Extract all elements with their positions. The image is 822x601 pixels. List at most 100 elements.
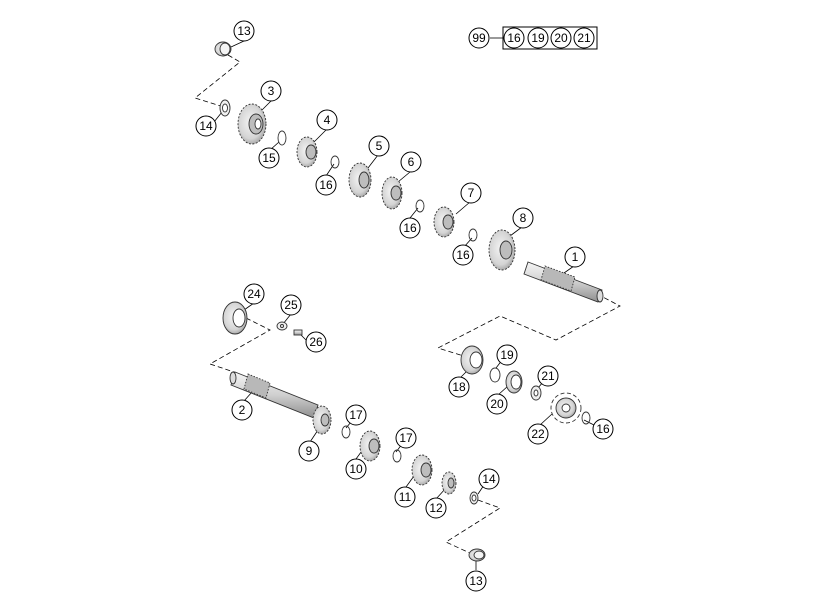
svg-text:12: 12	[429, 501, 443, 515]
svg-text:18: 18	[452, 380, 466, 394]
callout-22[interactable]: 22	[527, 423, 549, 445]
callout-14[interactable]: 14	[478, 468, 500, 490]
washer-part	[219, 99, 231, 117]
circlip-part	[277, 130, 287, 146]
callout-20[interactable]: 20	[486, 393, 508, 415]
screw-part	[293, 329, 303, 336]
svg-text:1: 1	[572, 250, 579, 264]
callout-10[interactable]: 10	[345, 458, 367, 480]
callout-24[interactable]: 24	[243, 283, 265, 305]
svg-text:14: 14	[482, 472, 496, 486]
svg-text:6: 6	[408, 155, 415, 169]
callout-16[interactable]: 16	[452, 244, 474, 266]
svg-text:4: 4	[324, 113, 331, 127]
callout-14[interactable]: 14	[195, 115, 217, 137]
svg-text:10: 10	[349, 462, 363, 476]
callout-19[interactable]: 19	[496, 344, 518, 366]
callout-6[interactable]: 6	[400, 151, 422, 173]
svg-text:13: 13	[469, 574, 483, 588]
callout-16[interactable]: 16	[315, 174, 337, 196]
shim-part	[530, 385, 542, 401]
svg-text:9: 9	[306, 444, 313, 458]
callout-25[interactable]: 25	[280, 294, 302, 316]
svg-text:3: 3	[268, 84, 275, 98]
o-ring-part	[489, 367, 501, 383]
svg-text:26: 26	[309, 335, 323, 349]
svg-text:13: 13	[237, 24, 251, 38]
callout-13[interactable]: 13	[465, 570, 487, 592]
kit-item-callout[interactable]: 19	[527, 27, 549, 49]
svg-text:21: 21	[541, 369, 555, 383]
seal-part	[460, 345, 484, 375]
svg-text:7: 7	[468, 186, 475, 200]
main-shaft-part	[523, 261, 604, 303]
svg-text:11: 11	[399, 490, 412, 504]
bearing-part	[214, 41, 232, 57]
gear-part	[312, 405, 332, 435]
callout-5[interactable]: 5	[368, 135, 390, 157]
svg-text:22: 22	[531, 427, 545, 441]
callout-16[interactable]: 16	[592, 418, 614, 440]
callout-9[interactable]: 9	[298, 440, 320, 462]
callout-26[interactable]: 26	[305, 331, 327, 353]
callout-4[interactable]: 4	[316, 109, 338, 131]
circlip-part	[581, 411, 591, 425]
kit-item-callout[interactable]: 16	[503, 27, 525, 49]
washer-part	[276, 321, 288, 331]
callout-12[interactable]: 12	[425, 497, 447, 519]
callout-8[interactable]: 8	[512, 207, 534, 229]
callout-13[interactable]: 13	[233, 20, 255, 42]
gear-part	[433, 206, 455, 238]
svg-text:8: 8	[520, 211, 527, 225]
callout-3[interactable]: 3	[260, 80, 282, 102]
sprocket-part	[550, 392, 582, 424]
callout-18[interactable]: 18	[448, 376, 470, 398]
assembly-lines	[194, 54, 621, 556]
svg-text:24: 24	[247, 287, 261, 301]
callout-7[interactable]: 7	[460, 182, 482, 204]
svg-text:2: 2	[239, 403, 246, 417]
circlip-part	[392, 449, 402, 463]
circlip-part	[415, 199, 425, 213]
callout-1[interactable]: 1	[564, 246, 586, 268]
callout-17[interactable]: 17	[395, 427, 417, 449]
gear-part	[237, 103, 267, 145]
gear-part	[441, 471, 457, 495]
gear-part	[381, 176, 403, 210]
gear-part	[348, 162, 372, 198]
countershaft-part	[229, 371, 319, 419]
callout-15[interactable]: 15	[258, 147, 280, 169]
kit-item-callout[interactable]: 21	[573, 27, 595, 49]
svg-text:19: 19	[531, 31, 545, 45]
gear-part	[488, 229, 516, 271]
repair-kit: 99 16 19 20 21	[468, 26, 598, 50]
svg-text:19: 19	[500, 348, 514, 362]
svg-text:17: 17	[349, 408, 363, 422]
svg-text:16: 16	[507, 31, 521, 45]
svg-text:20: 20	[554, 31, 568, 45]
gear-part	[411, 454, 433, 486]
gear-part	[296, 136, 318, 168]
svg-text:16: 16	[596, 422, 610, 436]
callout-21[interactable]: 21	[537, 365, 559, 387]
circlip-part	[468, 228, 478, 242]
svg-text:14: 14	[199, 119, 213, 133]
svg-text:17: 17	[399, 431, 413, 445]
svg-text:20: 20	[490, 397, 504, 411]
svg-text:25: 25	[284, 298, 298, 312]
kit-number-callout[interactable]: 99	[468, 27, 490, 49]
callout-11[interactable]: 11	[394, 486, 416, 508]
callout-17[interactable]: 17	[345, 404, 367, 426]
circlip-part	[341, 425, 351, 439]
svg-text:99: 99	[472, 31, 486, 45]
bearing-part	[468, 548, 486, 562]
svg-text:21: 21	[577, 31, 591, 45]
part-callouts: 13 14 3 15 4 16 5 6 16 7 8 16 1 24 25 26…	[195, 20, 614, 592]
svg-text:16: 16	[456, 248, 470, 262]
callout-16[interactable]: 16	[399, 217, 421, 239]
spacer-part	[505, 370, 523, 394]
bearing-part	[222, 301, 248, 335]
callout-2[interactable]: 2	[231, 399, 253, 421]
svg-text:16: 16	[403, 221, 417, 235]
kit-item-callout[interactable]: 20	[550, 27, 572, 49]
